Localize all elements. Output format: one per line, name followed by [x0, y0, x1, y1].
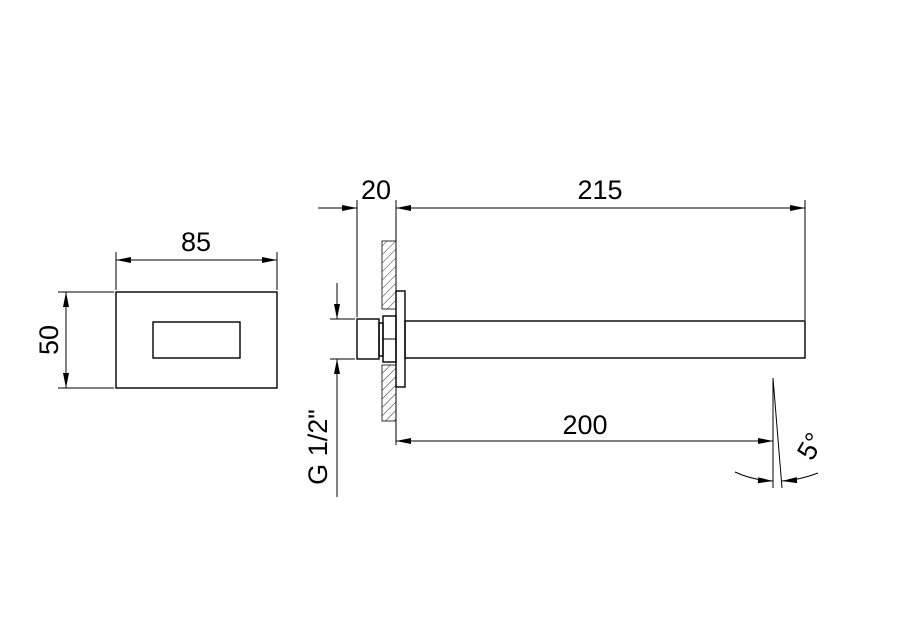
- thread-label: G 1/2": [303, 409, 333, 485]
- total-length-label: 215: [577, 175, 622, 205]
- wall-offset-label: 20: [361, 175, 391, 205]
- thread-connector: [356, 318, 380, 360]
- front-view: 85 50: [34, 227, 278, 389]
- cover-plate: [115, 291, 278, 389]
- height-label: 50: [34, 325, 64, 355]
- flange: [395, 290, 406, 388]
- outlet-opening: [152, 321, 241, 359]
- spout-length-label: 200: [562, 410, 607, 440]
- side-view: 20 215 G 1/2" 200 5°: [303, 175, 830, 497]
- wall-section-lower: [381, 364, 397, 422]
- wall-section-upper: [381, 240, 397, 310]
- width-label: 85: [181, 227, 211, 257]
- angle-label: 5°: [791, 428, 830, 465]
- spout-pipe: [404, 320, 806, 359]
